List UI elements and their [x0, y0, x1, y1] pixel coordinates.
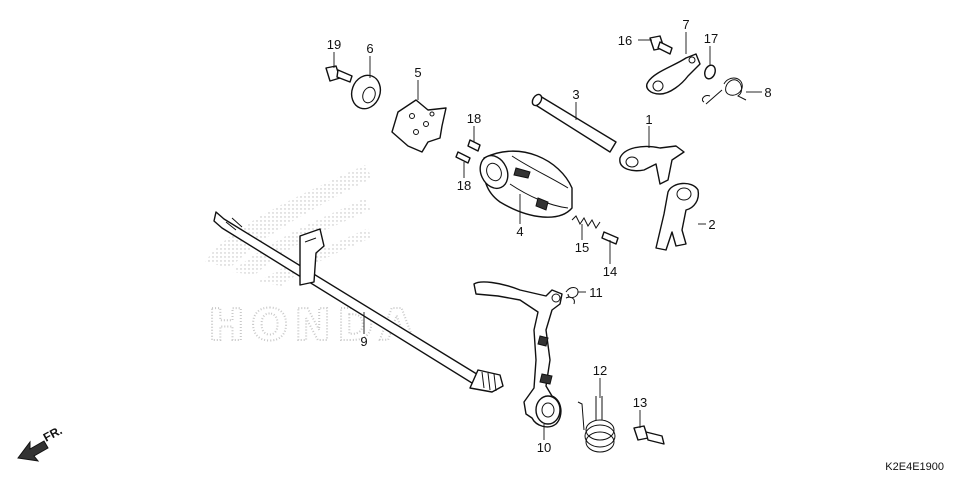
callout-13: 13 — [633, 395, 647, 410]
callout-1: 1 — [645, 112, 652, 127]
callout-12: 12 — [593, 363, 607, 378]
callout-4: 4 — [516, 224, 523, 239]
callout-2: 2 — [708, 217, 715, 232]
front-direction-indicator: FR. — [17, 423, 64, 462]
callout-9: 9 — [360, 334, 367, 349]
part-1-shift-fork — [619, 145, 685, 185]
part-14-pin — [601, 231, 619, 245]
part-19-bolt — [325, 65, 353, 83]
part-7-stopper-arm — [646, 53, 701, 95]
part-5-drum-center — [391, 99, 447, 153]
part-6-washer — [350, 74, 382, 110]
part-10-gearshift-arm — [473, 281, 563, 428]
callout-17: 17 — [704, 31, 718, 46]
part-12-torsion-spring — [577, 396, 616, 453]
part-8-spring — [701, 77, 747, 105]
callout-11: 11 — [589, 285, 603, 300]
callout-5: 5 — [414, 65, 421, 80]
callout-7: 7 — [682, 17, 689, 32]
callout-3: 3 — [572, 87, 579, 102]
part-15-spring — [571, 215, 601, 229]
front-arrow-icon — [17, 440, 49, 462]
diagram-code: K2E4E1900 — [885, 461, 944, 473]
part-17-washer — [704, 64, 716, 80]
callout-16: 16 — [618, 33, 632, 48]
part-16-bolt — [649, 35, 673, 55]
callout-labels: 1 2 3 4 5 6 7 8 9 10 11 12 13 14 15 16 1… — [327, 17, 772, 455]
leader-lines — [333, 32, 762, 440]
callout-14: 14 — [603, 264, 617, 279]
callout-19: 19 — [327, 37, 341, 52]
part-13-bolt — [633, 425, 665, 445]
callout-10: 10 — [537, 440, 551, 455]
callout-18-upper: 18 — [467, 111, 481, 126]
part-4-shift-drum — [479, 150, 573, 218]
part-9-gearshift-spindle — [213, 211, 504, 393]
callout-8: 8 — [764, 85, 771, 100]
part-18-pins — [455, 139, 481, 164]
callout-15: 15 — [575, 240, 589, 255]
callout-18-lower: 18 — [457, 178, 471, 193]
part-3-shift-fork-shaft — [531, 93, 617, 153]
part-2-shift-fork — [655, 182, 700, 251]
callout-6: 6 — [366, 41, 373, 56]
part-11-return-spring — [565, 287, 579, 305]
